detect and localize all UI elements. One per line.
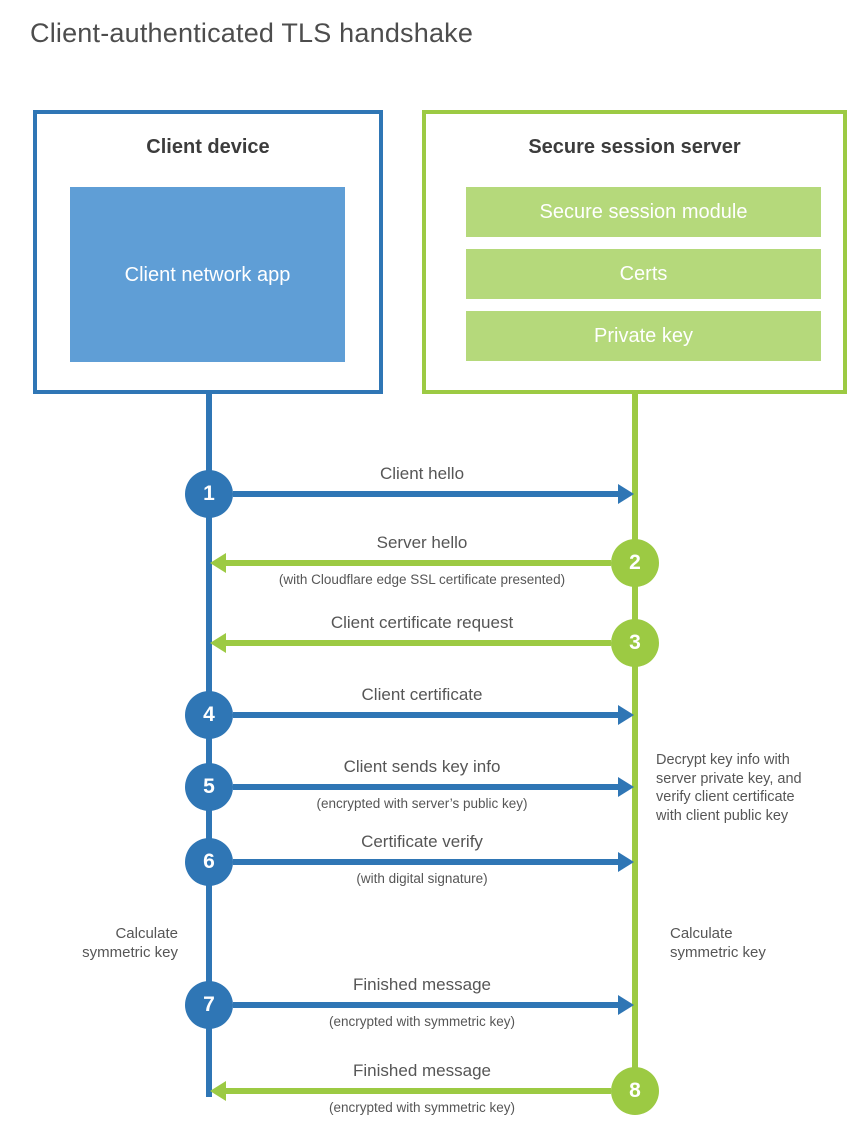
step-6-label: Certificate verify — [361, 832, 483, 851]
step-5-label: Client sends key info — [343, 757, 501, 776]
step-3-arrowhead-icon — [210, 633, 226, 653]
step-7-arrowhead-icon — [618, 995, 634, 1015]
step-8-sublabel: (encrypted with symmetric key) — [328, 1100, 516, 1115]
step-4-circle: 4 — [185, 691, 233, 739]
step-3-label: Client certificate request — [330, 613, 514, 632]
server-module-bar: Certs — [466, 249, 821, 299]
server-module-bar: Secure session module — [466, 187, 821, 237]
client-network-app-box: Client network app — [70, 187, 345, 362]
step-2-arrow-line — [226, 560, 611, 566]
step-8-circle: 8 — [611, 1067, 659, 1115]
step-7-label: Finished message — [353, 975, 491, 994]
step-5-arrowhead-icon — [618, 777, 634, 797]
step-6-sublabel: (with digital signature) — [356, 871, 488, 886]
step-1-label: Client hello — [379, 464, 465, 483]
step-1-arrowhead-icon — [618, 484, 634, 504]
step-5-sublabel: (encrypted with server’s public key) — [316, 796, 528, 811]
step-8-arrow-line — [226, 1088, 611, 1094]
server-lifeline — [632, 392, 638, 1092]
step-1-arrow-line — [233, 491, 619, 497]
step-5-circle: 5 — [185, 763, 233, 811]
step-3-arrow-line — [226, 640, 611, 646]
step-1-circle: 1 — [185, 470, 233, 518]
client-lifeline — [206, 392, 212, 1097]
step-4-arrowhead-icon — [618, 705, 634, 725]
step-3-circle: 3 — [611, 619, 659, 667]
step-6-circle: 6 — [185, 838, 233, 886]
step-6-arrowhead-icon — [618, 852, 634, 872]
step-6-arrow-line — [233, 859, 619, 865]
step-7-sublabel: (encrypted with symmetric key) — [328, 1014, 516, 1029]
calculate-symmetric-key-note-left: Calculate symmetric key — [82, 925, 178, 961]
server-title: Secure session server — [528, 136, 741, 158]
step-2-circle: 2 — [611, 539, 659, 587]
step-4-arrow-line — [233, 712, 619, 718]
client-device-title: Client device — [146, 136, 270, 158]
page-title: Client-authenticated TLS handshake — [30, 18, 474, 48]
step-7-arrow-line — [233, 1002, 619, 1008]
step-8-label: Finished message — [353, 1061, 491, 1080]
decrypt-key-note: Decrypt key info with server private key… — [656, 752, 802, 824]
step-2-sublabel: (with Cloudflare edge SSL certificate pr… — [278, 572, 566, 587]
server-module-bar: Private key — [466, 311, 821, 361]
step-5-arrow-line — [233, 784, 619, 790]
step-7-circle: 7 — [185, 981, 233, 1029]
client-network-app-label: Client network app — [124, 263, 291, 286]
step-4-label: Client certificate — [361, 685, 483, 704]
calculate-symmetric-key-note-right: Calculate symmetric key — [670, 925, 766, 961]
step-2-label: Server hello — [376, 533, 468, 552]
step-2-arrowhead-icon — [210, 553, 226, 573]
step-8-arrowhead-icon — [210, 1081, 226, 1101]
